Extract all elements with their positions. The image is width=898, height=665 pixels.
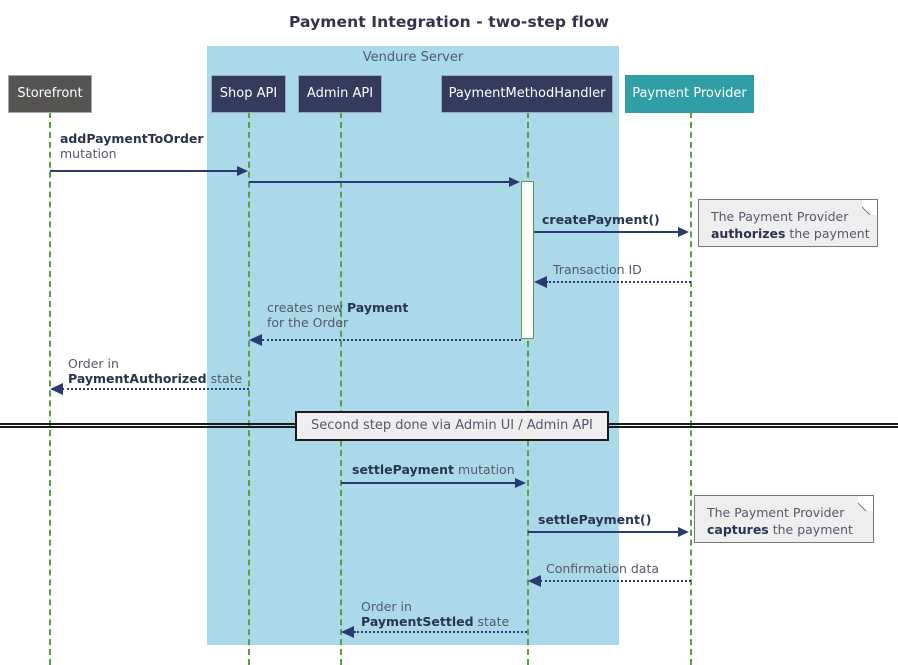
message-label-confirmation-data: Confirmation data (546, 561, 659, 576)
message-line-transaction-id (546, 281, 691, 283)
lifeline-provider (690, 112, 692, 665)
group-label-vendure-server: Vendure Server (362, 50, 464, 65)
message-label-plain2-creates-new-payment: for the Order (267, 315, 349, 330)
message-label-plain-transaction-id: Transaction ID (553, 262, 642, 277)
message-label-bold-add-payment-to-order: addPaymentToOrder (60, 131, 204, 146)
message-arrowhead-creates-new-payment (249, 334, 262, 346)
participant-shop-api[interactable]: Shop API (211, 75, 286, 113)
message-label-plain2-order-payment-settled: state (473, 614, 510, 629)
message-arrowhead-settle-payment-mutation (515, 478, 526, 488)
message-label-bold-settle-payment-call: settlePayment() (538, 512, 652, 527)
message-line-confirmation-data (540, 580, 691, 582)
message-label-bold-order-payment-authorized: PaymentAuthorized (68, 371, 207, 386)
message-arrowhead-shop-api-to-handler (509, 177, 520, 187)
message-label-settle-payment-call: settlePayment() (538, 512, 651, 527)
message-line-shop-api-to-handler (249, 181, 510, 183)
message-label-create-payment: createPayment() (542, 212, 660, 227)
message-label-plain2-order-payment-authorized: state (206, 371, 243, 386)
divider-label: Second step done via Admin UI / Admin AP… (311, 418, 593, 433)
participant-storefront[interactable]: Storefront (8, 75, 92, 113)
message-label-plain1-order-payment-settled: Order in (361, 599, 412, 614)
message-label-order-payment-settled: Order in PaymentSettled state (361, 599, 509, 629)
participant-label-shop-api: Shop API (219, 86, 278, 101)
message-line-order-payment-settled (354, 631, 527, 633)
participant-admin-api[interactable]: Admin API (298, 75, 382, 113)
note-capture-bold: captures (707, 522, 769, 537)
message-label-bold-creates-new-payment: Payment (346, 300, 409, 315)
message-label-transaction-id: Transaction ID (553, 262, 642, 277)
activation-bar-handler (521, 181, 534, 339)
message-label-order-payment-authorized: Order in PaymentAuthorized state (68, 356, 242, 386)
message-line-create-payment (534, 231, 679, 233)
message-label-plain1-creates-new-payment: creates new (267, 300, 347, 315)
message-label-creates-new-payment: creates new Payment for the Order (267, 300, 408, 330)
message-arrowhead-settle-payment-call (678, 527, 689, 537)
note-capture-line2: the payment (768, 522, 853, 537)
message-arrowhead-order-payment-authorized (50, 383, 63, 395)
participant-label-payment-provider: Payment Provider (632, 86, 747, 101)
note-capture-line1: The Payment Provider (707, 505, 845, 520)
message-line-creates-new-payment (262, 339, 521, 341)
lifeline-admin-api (340, 112, 342, 665)
note-capture: The Payment Provider captures the paymen… (694, 495, 874, 543)
message-label-plain-add-payment-to-order: mutation (60, 146, 117, 161)
message-line-settle-payment-mutation (341, 482, 516, 484)
participant-label-admin-api: Admin API (306, 86, 374, 101)
group-box-vendure-server (207, 46, 619, 645)
message-line-add-payment-to-order (50, 170, 238, 172)
message-label-settle-payment-mutation: settlePayment mutation (352, 462, 515, 477)
message-label-add-payment-to-order: addPaymentToOrder mutation (60, 131, 204, 161)
note-fold-icon-2 (858, 496, 873, 511)
lifeline-shop-api (248, 112, 250, 665)
message-arrowhead-confirmation-data (528, 575, 541, 587)
message-line-settle-payment-call (528, 531, 679, 533)
message-arrowhead-add-payment-to-order (237, 166, 248, 176)
note-authorize-line2: the payment (785, 226, 870, 241)
participant-label-storefront: Storefront (17, 86, 83, 101)
message-label-bold-create-payment: createPayment() (542, 212, 660, 227)
lifeline-handler (527, 112, 529, 665)
note-fold-icon (862, 200, 877, 215)
note-authorize: The Payment Provider authorizes the paym… (698, 199, 878, 247)
message-label-plain-confirmation-data: Confirmation data (546, 561, 660, 576)
participant-payment-provider[interactable]: Payment Provider (625, 75, 754, 113)
page-title: Payment Integration - two-step flow (288, 13, 610, 31)
note-authorize-line1: The Payment Provider (711, 209, 849, 224)
message-arrowhead-transaction-id (534, 276, 547, 288)
participant-label-payment-method-handler: PaymentMethodHandler (448, 86, 606, 101)
participant-payment-method-handler[interactable]: PaymentMethodHandler (441, 75, 613, 113)
note-authorize-bold: authorizes (711, 226, 786, 241)
divider-box-second-step: Second step done via Admin UI / Admin AP… (295, 411, 609, 441)
message-label-bold-settle-payment-mutation: settlePayment (352, 462, 455, 477)
message-arrowhead-create-payment (678, 227, 689, 237)
message-arrowhead-order-payment-settled (341, 626, 354, 638)
message-line-order-payment-authorized (62, 388, 249, 390)
message-label-plain1-order-payment-authorized: Order in (68, 356, 119, 371)
message-label-bold-order-payment-settled: PaymentSettled (361, 614, 474, 629)
message-label-plain-settle-payment-mutation: mutation (454, 462, 515, 477)
